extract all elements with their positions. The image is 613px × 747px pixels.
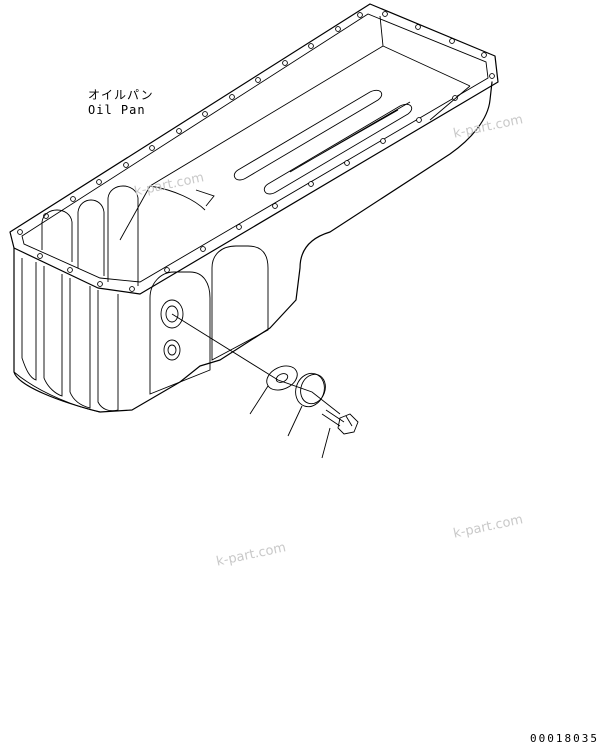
cover-plate-part	[287, 372, 326, 437]
pan-body	[13, 81, 493, 413]
pan-flange-inner	[21, 13, 489, 283]
side-pad-2	[211, 245, 269, 361]
sump-slot-1	[233, 89, 383, 181]
pan-inner-floor	[149, 185, 206, 211]
drain-port	[160, 299, 184, 361]
part-name-jp: オイルパン	[88, 88, 154, 102]
flange-bolt-holes	[17, 11, 495, 292]
inner-rib-1	[41, 209, 73, 262]
pan-flange	[9, 3, 499, 295]
side-pad-1	[149, 271, 211, 395]
sump-slot-2	[263, 103, 413, 195]
gasket-part	[249, 365, 298, 415]
sump-slot-3	[289, 101, 411, 173]
inner-rib-3	[107, 185, 139, 286]
bolt-part	[321, 409, 359, 459]
drawing-number: 00018035	[530, 732, 599, 745]
part-name-en: Oil Pan	[88, 103, 146, 117]
inner-crease	[195, 189, 215, 207]
assembly-centerline	[171, 313, 341, 415]
front-ribs	[21, 258, 119, 412]
inner-rib-2	[77, 199, 105, 276]
pan-lower-edge	[13, 371, 101, 413]
pan-inner-wall	[119, 15, 471, 241]
